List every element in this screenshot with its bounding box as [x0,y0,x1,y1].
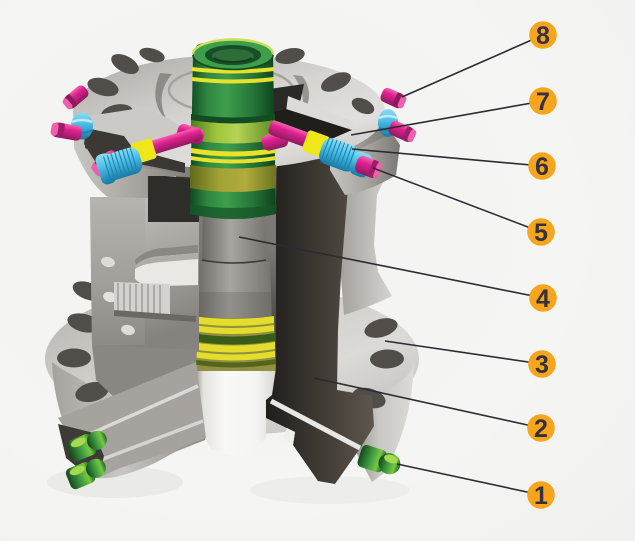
svg-text:1: 1 [534,482,548,510]
svg-text:8: 8 [536,22,550,50]
svg-text:5: 5 [534,219,548,247]
svg-text:2: 2 [534,415,548,443]
svg-text:3: 3 [535,351,549,379]
svg-text:6: 6 [535,153,549,181]
svg-text:7: 7 [536,88,550,116]
svg-text:4: 4 [536,285,550,313]
